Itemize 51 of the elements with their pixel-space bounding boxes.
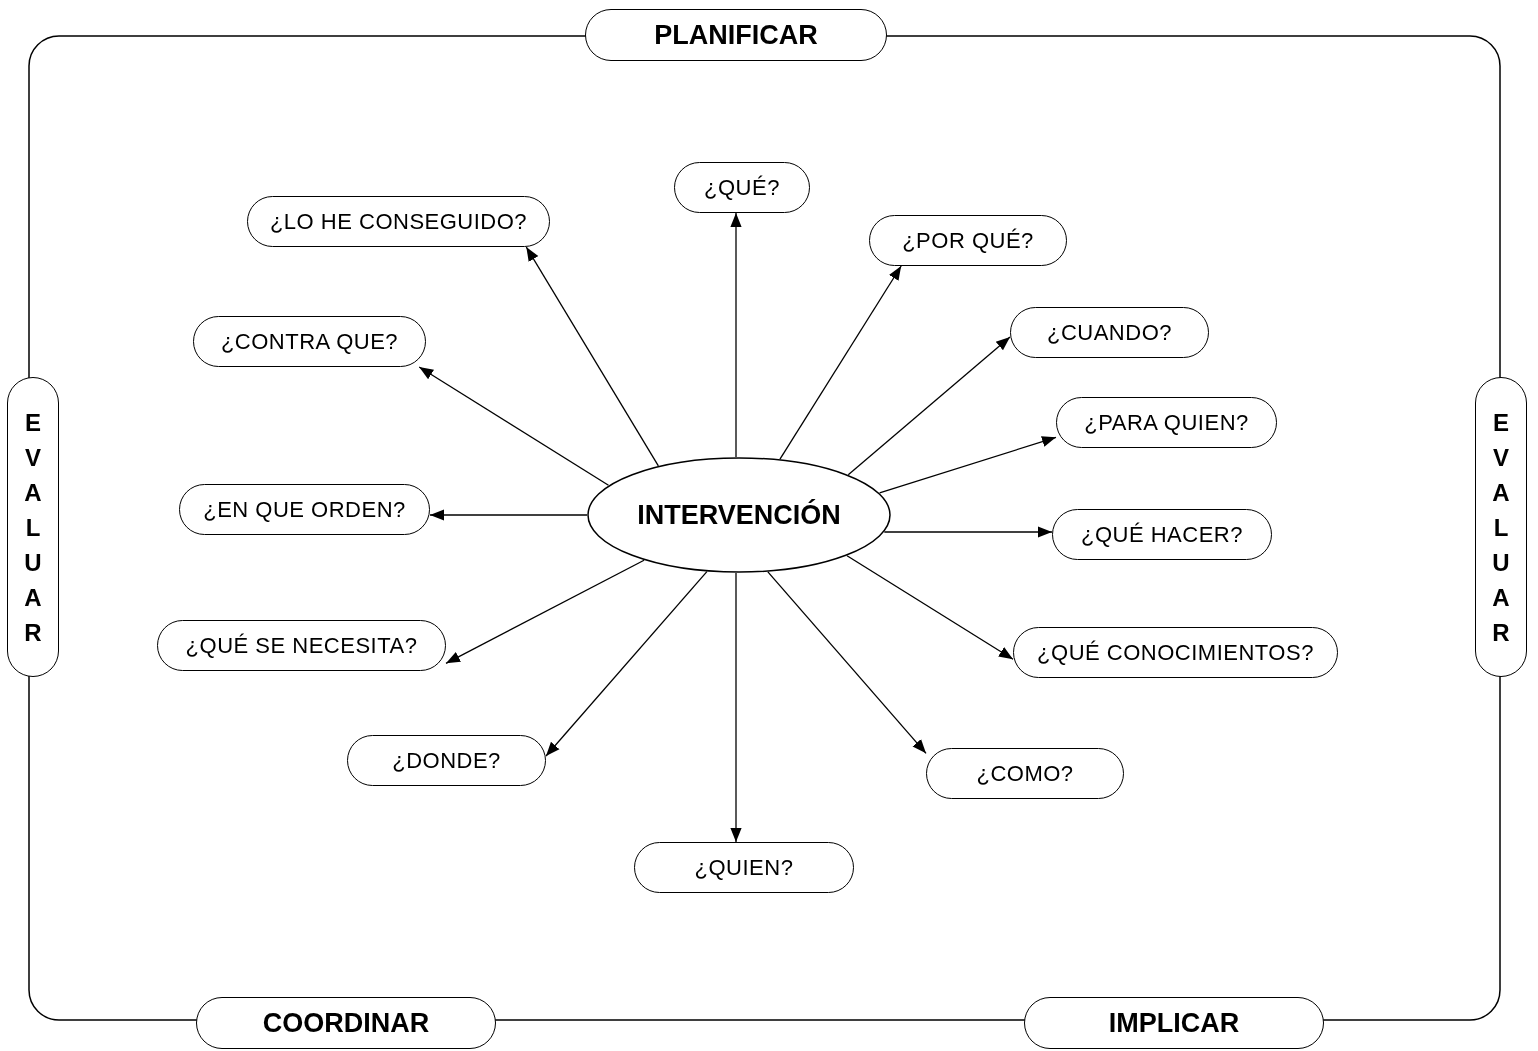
question-pill — [179, 484, 430, 535]
question-text: ¿QUÉ HACER? — [1081, 521, 1243, 548]
stage-pill — [585, 9, 887, 61]
stage-label: EVALUAR — [1491, 407, 1511, 648]
question-text: ¿EN QUE ORDEN? — [203, 496, 406, 523]
arrow — [847, 336, 1011, 476]
arrow — [779, 265, 902, 460]
arrow — [545, 571, 708, 757]
question-pill — [1010, 307, 1209, 358]
question-pill — [1056, 397, 1277, 448]
question-text: ¿QUÉ? — [704, 174, 780, 201]
arrow — [525, 246, 659, 467]
question-pill — [157, 620, 446, 671]
question-text: ¿QUÉ CONOCIMIENTOS? — [1037, 639, 1314, 666]
arrow — [767, 571, 927, 754]
question-pill — [247, 196, 550, 247]
question-text: ¿CONTRA QUE? — [220, 328, 399, 355]
question-text: ¿POR QUÉ? — [902, 227, 1034, 254]
stage-label: IMPLICAR — [1108, 1007, 1240, 1039]
stage-label: COORDINAR — [262, 1007, 430, 1039]
question-pill — [193, 316, 426, 367]
stage-pill — [7, 377, 59, 677]
question-text: ¿CUANDO? — [1047, 319, 1172, 346]
arrow — [418, 366, 610, 486]
stage-pill — [1024, 997, 1324, 1049]
stage-pill — [1475, 377, 1527, 677]
question-text: ¿QUÉ SE NECESITA? — [185, 632, 418, 659]
arrow — [846, 555, 1014, 660]
arrow — [883, 526, 1053, 538]
question-pill — [347, 735, 546, 786]
question-text: ¿PARA QUIEN? — [1084, 409, 1249, 436]
stage-label: EVALUAR — [23, 407, 43, 648]
arrow — [730, 212, 742, 458]
central-ellipse — [587, 457, 891, 573]
arrow — [730, 572, 742, 843]
question-pill — [869, 215, 1067, 266]
question-text: ¿DONDE? — [392, 747, 501, 774]
question-pill — [1052, 509, 1272, 560]
stage-label: PLANIFICAR — [654, 19, 818, 51]
question-text: ¿LO HE CONSEGUIDO? — [269, 208, 528, 235]
question-text: ¿COMO? — [976, 760, 1074, 787]
question-text: ¿QUIEN? — [694, 854, 794, 881]
question-pill — [674, 162, 810, 213]
stage-pill — [196, 997, 496, 1049]
question-pill — [634, 842, 854, 893]
question-pill — [926, 748, 1124, 799]
arrow — [429, 509, 588, 521]
arrow — [878, 436, 1057, 494]
question-pill — [1013, 627, 1338, 678]
arrow — [445, 559, 645, 664]
stage-label: INTERVENCIÓN — [637, 499, 841, 531]
